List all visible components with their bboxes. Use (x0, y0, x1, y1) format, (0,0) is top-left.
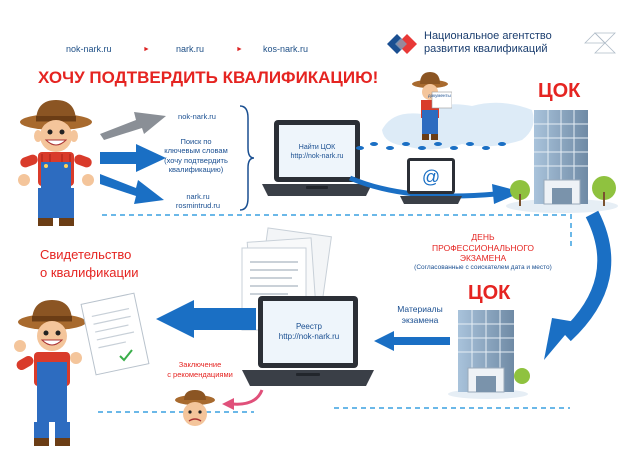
registry-url[interactable]: http://nok-nark.ru (278, 332, 340, 342)
curved-arrow-right-icon (544, 210, 612, 360)
russia-map-icon (382, 102, 534, 150)
tsok-label-bottom: ЦОК (468, 282, 511, 304)
tsok-label-top: ЦОК (538, 80, 581, 102)
conclusion-arrow-icon (222, 389, 264, 410)
option-arrows-icon (100, 112, 166, 204)
header-link-nok[interactable]: nok-nark.ru (66, 44, 112, 54)
conclusion-label: Заключение с рекомендациями (164, 360, 236, 380)
materials-arrow-icon (374, 331, 450, 351)
conclusion-line1: Заключение (178, 360, 222, 369)
find-tsok-label: Найти ЦОК (298, 144, 336, 151)
exam-day-line1: ДЕНЬ (471, 232, 495, 242)
dashed-path-lower-icon (98, 407, 570, 413)
brace-icon (239, 105, 255, 211)
certificate-title: Свидетельство о квалификации (40, 246, 139, 281)
exam-day-block: ДЕНЬ ПРОФЕССИОНАЛЬНОГО ЭКЗАМЕНА (Согласо… (400, 232, 566, 272)
find-tsok-url[interactable]: http://nok-nark.ru (290, 153, 344, 161)
dashed-path-upper-icon (102, 214, 570, 216)
sad-character-icon (175, 390, 215, 426)
certified-character-icon (14, 292, 150, 446)
option-nok-nark: nok-nark.ru (178, 112, 216, 121)
documents-sign: документы (428, 93, 451, 98)
materials-label: Материалы экзамена (392, 304, 448, 326)
option-keyword-line2: ключевым словам (164, 146, 228, 156)
separator-icon: ► (143, 46, 150, 53)
org-name: Национальное агентство развития квалифик… (424, 30, 552, 56)
option-keyword-line1: Поиск по (180, 137, 212, 146)
logo-icon (387, 34, 417, 54)
applicant-character-icon (18, 100, 94, 226)
org-line2: развития квалификаций (424, 43, 548, 56)
option-keyword-line3: (хочу подтвердить (164, 155, 228, 165)
laptop-top-icon (262, 120, 372, 196)
option-keyword-search: Поиск по ключевым словам (хочу подтверди… (148, 137, 244, 175)
main-title: ХОЧУ ПОДТВЕРДИТЬ КВАЛИФИКАЦИЮ! (38, 68, 379, 87)
dashed-path-right-icon (570, 214, 572, 248)
laptop-email-icon: @ (400, 158, 462, 204)
option-nark: nark.ru (186, 192, 210, 201)
laptop-bottom-icon (242, 296, 374, 386)
laptop-top-text: Найти ЦОК http://nok-nark.ru (279, 143, 355, 161)
certificate-arrow-icon (156, 300, 256, 338)
exam-day-line2: ПРОФЕССИОНАЛЬНОГО (432, 242, 534, 253)
option-rosmintrud: rosmintrud.ru (175, 201, 221, 211)
svg-text:@: @ (422, 167, 440, 187)
materials-line1: Материалы (397, 304, 443, 314)
certificate-line2: о квалификации (40, 264, 139, 280)
org-line1: Национальное агентство (424, 30, 552, 42)
tsok-building-top-icon (506, 110, 618, 213)
exam-day-note: (Согласованные с соискателем дата и мест… (414, 263, 552, 271)
footprints-icon (356, 142, 506, 150)
exam-day-line3: ЭКЗАМЕНА (459, 253, 507, 264)
conclusion-line2: с рекомендациями (167, 369, 233, 379)
option-keyword-line4: квалификацию) (168, 165, 224, 175)
option-nark-rosmintrud: nark.ru rosmintrud.ru (158, 192, 238, 211)
header-link-nark[interactable]: nark.ru (176, 44, 205, 54)
materials-line2: экзамена (401, 315, 439, 326)
separator-icon: ► (236, 46, 243, 53)
laptop-bottom-text: Реестр http://nok-nark.ru (264, 322, 354, 343)
decor-triangles-icon (584, 32, 616, 54)
walking-character-icon (412, 72, 452, 140)
certificate-line1: Свидетельство (40, 247, 132, 262)
header-link-kos[interactable]: kos-nark.ru (263, 44, 309, 54)
tsok-building-bottom-icon (448, 310, 530, 399)
registry-label: Реестр (296, 322, 322, 331)
